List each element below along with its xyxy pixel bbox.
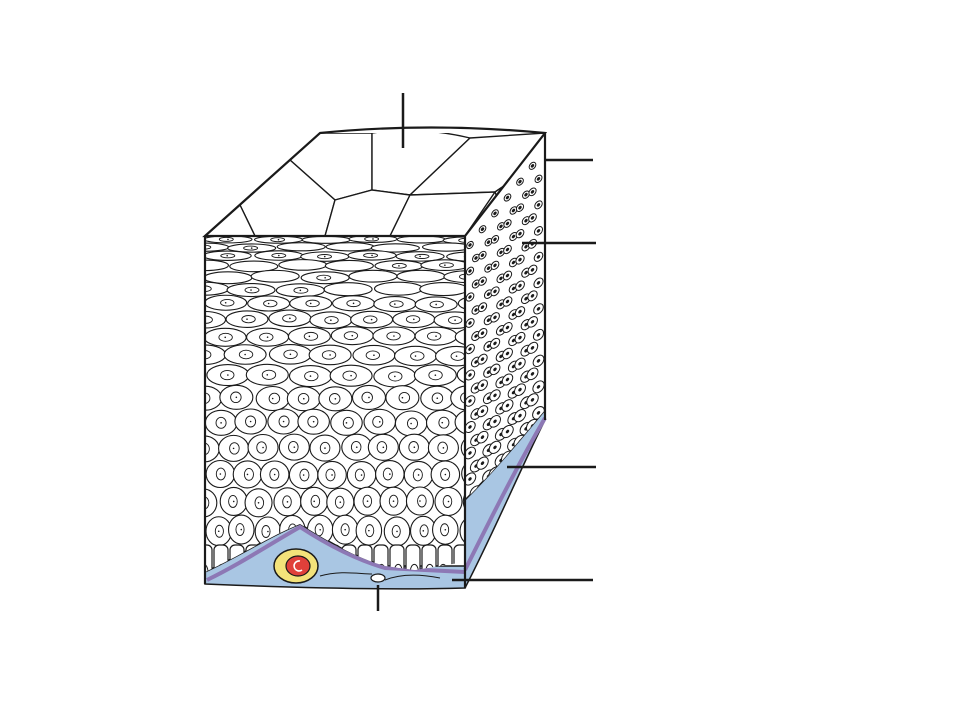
- front-face-cells: [205, 236, 465, 572]
- connective-fiber: [319, 572, 441, 581]
- block-outline: [202, 126, 548, 588]
- blood-vessel: [273, 548, 319, 584]
- fibroblast-nucleus: [370, 573, 386, 583]
- basement-membrane-front: [206, 524, 466, 582]
- basement-membrane-side: [463, 417, 547, 571]
- top-surface-squames: [205, 133, 545, 236]
